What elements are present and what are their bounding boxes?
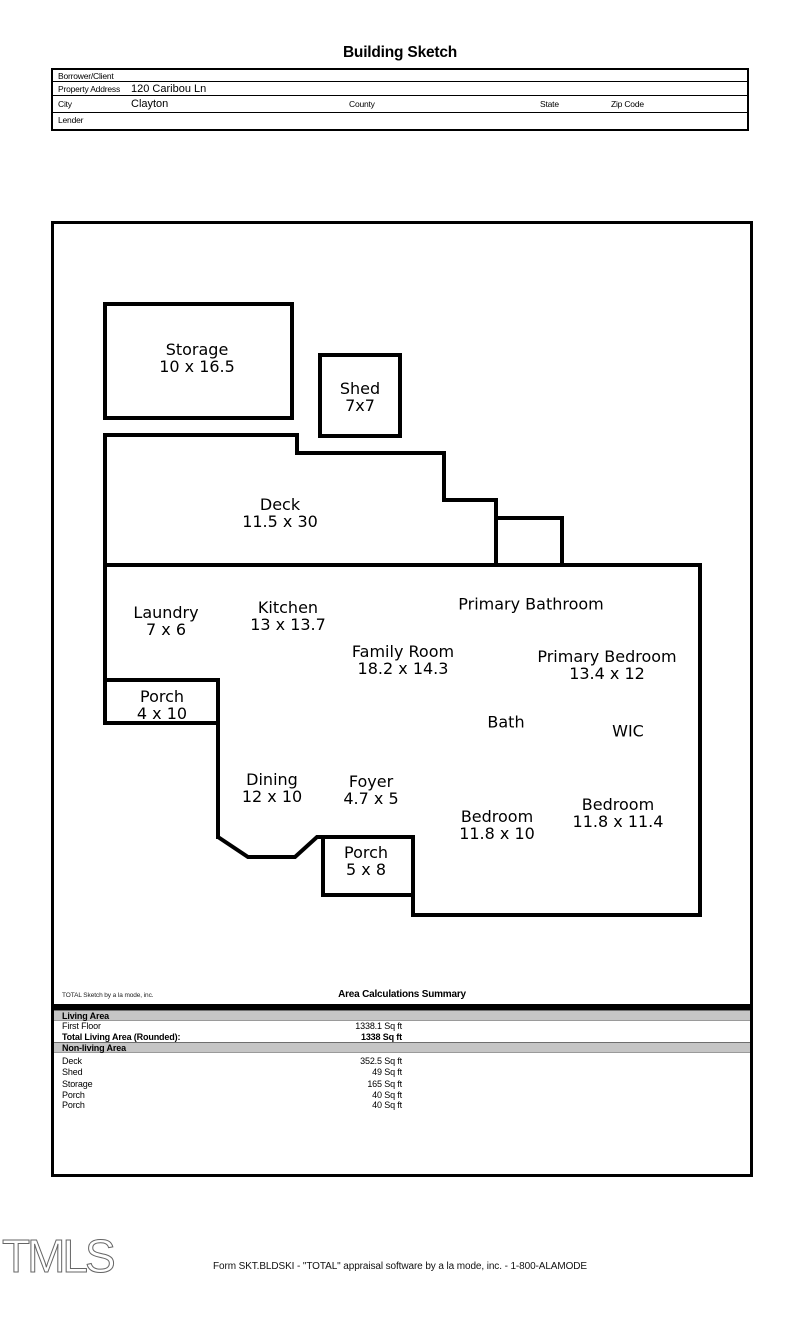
lender-row: Lender bbox=[53, 113, 747, 126]
area-row-value: 40 Sq ft bbox=[372, 1100, 402, 1110]
area-row-label: Total Living Area (Rounded): bbox=[62, 1031, 181, 1042]
property-info-form: Borrower/Client Property Address 120 Car… bbox=[51, 68, 749, 131]
lender-label: Lender bbox=[58, 114, 84, 125]
area-row-value: 40 Sq ft bbox=[372, 1089, 402, 1100]
city-county-state-zip-row: City Clayton County State Zip Code bbox=[53, 96, 747, 113]
area-row: Total Living Area (Rounded): 1338 Sq ft bbox=[54, 1032, 750, 1043]
area-row-label: Porch bbox=[62, 1089, 85, 1100]
property-address-label: Property Address bbox=[58, 83, 120, 94]
form-footer-line: Form SKT.BLDSKI - "TOTAL" appraisal soft… bbox=[213, 1261, 587, 1272]
area-row: Storage 165 Sq ft bbox=[54, 1079, 750, 1090]
zip-code-label: Zip Code bbox=[611, 99, 644, 109]
area-row: Porch 40 Sq ft bbox=[54, 1090, 750, 1101]
area-row: Shed 49 Sq ft bbox=[54, 1067, 750, 1078]
section-header-non-living-area: Non-living Area bbox=[54, 1042, 750, 1053]
page-title: Building Sketch bbox=[342, 44, 458, 61]
borrower-row: Borrower/Client bbox=[53, 70, 747, 82]
area-row-value: 352.5 Sq ft bbox=[360, 1056, 402, 1066]
borrower-label: Borrower/Client bbox=[58, 70, 114, 81]
area-row-value: 1338.1 Sq ft bbox=[355, 1021, 402, 1031]
area-row-label: Deck bbox=[62, 1056, 82, 1066]
area-row: Porch 40 Sq ft bbox=[54, 1100, 750, 1111]
area-row: Deck 352.5 Sq ft bbox=[54, 1056, 750, 1067]
area-row-label: First Floor bbox=[62, 1021, 101, 1031]
summary-header: TOTAL Sketch by a la mode, inc. Area Cal… bbox=[54, 989, 750, 1003]
summary-divider-bar bbox=[54, 1004, 750, 1010]
county-label: County bbox=[349, 99, 375, 109]
area-row-value: 1338 Sq ft bbox=[360, 1031, 402, 1042]
tmls-watermark: TMLS bbox=[2, 1230, 117, 1282]
area-row-label: Storage bbox=[62, 1079, 93, 1089]
area-summary-title: Area Calculations Summary bbox=[338, 989, 466, 1000]
state-label: State bbox=[540, 99, 559, 109]
area-row-label: Porch bbox=[62, 1100, 85, 1110]
area-row-value: 165 Sq ft bbox=[367, 1079, 402, 1089]
area-row-label: Shed bbox=[62, 1066, 83, 1077]
city-value: Clayton bbox=[131, 98, 169, 110]
area-row-value: 49 Sq ft bbox=[372, 1066, 402, 1077]
area-row: First Floor 1338.1 Sq ft bbox=[54, 1021, 750, 1032]
sketch-branding: TOTAL Sketch by a la mode, inc. bbox=[62, 992, 154, 999]
section-header-living-area: Living Area bbox=[54, 1010, 750, 1021]
city-label: City bbox=[58, 99, 72, 109]
property-address-row: Property Address 120 Caribou Ln bbox=[53, 82, 747, 96]
property-address-value: 120 Caribou Ln bbox=[131, 82, 207, 95]
